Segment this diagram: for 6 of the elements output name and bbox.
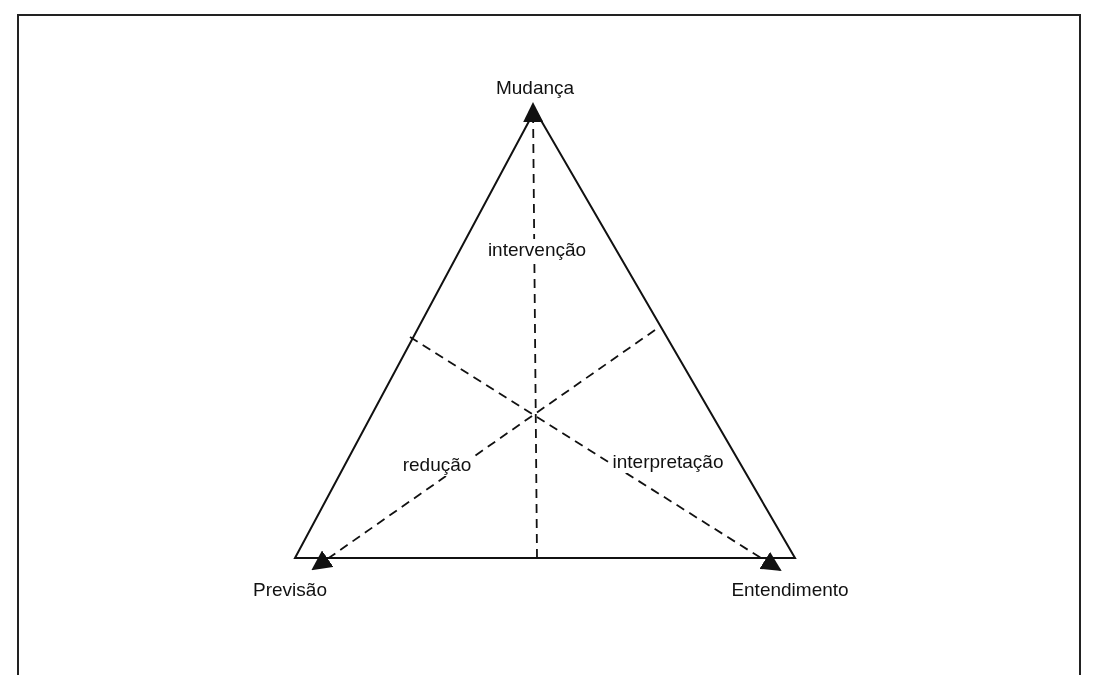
vertex-label: Mudança <box>495 77 575 99</box>
dashed-arrow <box>409 336 782 572</box>
dashed-arrow <box>523 102 544 559</box>
vertex-label: Previsão <box>253 579 327 601</box>
dashed-arrow <box>311 329 656 571</box>
vertex-label: Entendimento <box>731 579 849 601</box>
